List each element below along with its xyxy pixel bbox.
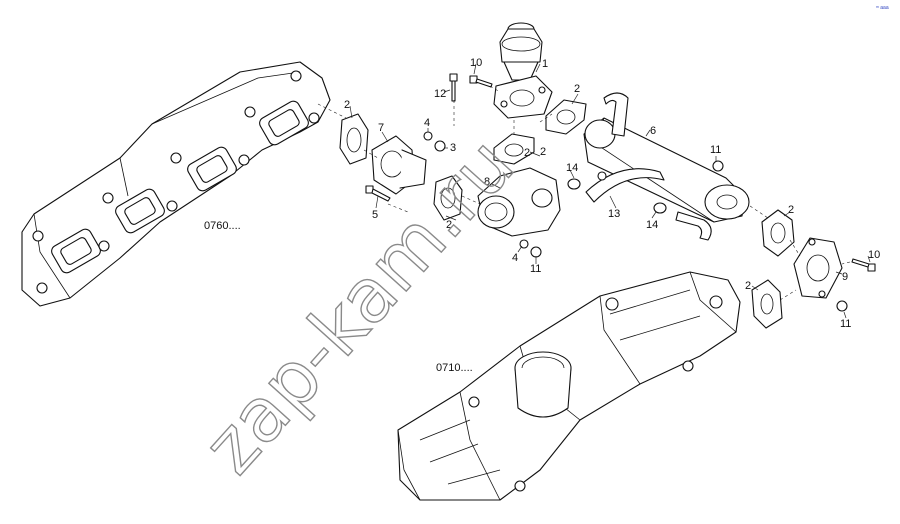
- callout-5: 5: [372, 209, 378, 221]
- callout-12: 12: [434, 88, 446, 100]
- callout-14: 14: [646, 219, 658, 231]
- callout-2: 2: [524, 147, 530, 159]
- callouts: 1 2 2 2 2 2 2 2 3 4 4 5 6 7 8 9 10 10 11…: [344, 57, 880, 330]
- washer-4-upper: [423, 131, 433, 141]
- gasket-intake: [751, 279, 783, 329]
- gaskets: [339, 99, 795, 329]
- exhaust-manifold: [21, 61, 331, 307]
- callout-14: 14: [566, 162, 578, 174]
- callout-3: 3: [450, 142, 456, 154]
- callout-4: 4: [424, 117, 430, 129]
- egr-cooler: [583, 92, 750, 241]
- callout-2: 2: [745, 280, 751, 292]
- callout-9: 9: [842, 271, 848, 283]
- callout-1: 1: [542, 58, 548, 70]
- bolt-5-shank: [371, 188, 391, 202]
- corner-mark: ᵐ aaa: [876, 5, 889, 11]
- exhaust-manifold-ref: 0760....: [204, 220, 241, 232]
- callout-2: 2: [788, 204, 794, 216]
- nut-11-upper: [712, 160, 724, 172]
- callout-10: 10: [470, 57, 482, 69]
- callout-2: 2: [540, 146, 546, 158]
- nut-11-lower: [530, 246, 542, 258]
- callout-2: 2: [574, 83, 580, 95]
- outlet-flange: [793, 237, 843, 299]
- intake-manifold-ref: 0710....: [436, 362, 473, 374]
- clamp-14-right: [653, 202, 667, 214]
- callout-6: 6: [650, 125, 656, 137]
- callout-10: 10: [868, 249, 880, 261]
- callout-11: 11: [840, 318, 851, 330]
- callout-8: 8: [484, 176, 490, 188]
- assembly-lines: [317, 85, 851, 301]
- gasket-valve: [493, 133, 535, 165]
- exhaust-connector: [371, 135, 427, 195]
- clamp-14-small: [597, 171, 607, 181]
- egr-valve: [493, 22, 553, 119]
- gasket-mid: [433, 175, 463, 221]
- bolt-10-right-shank: [851, 258, 870, 268]
- callout-4: 4: [512, 252, 518, 264]
- gasket-left: [339, 113, 369, 165]
- callout-11: 11: [710, 144, 721, 156]
- gasket-cooler-inlet: [545, 99, 587, 135]
- bolt-12-head: [449, 73, 458, 82]
- bolt-10-shank: [475, 78, 493, 88]
- callout-13: 13: [608, 208, 620, 220]
- callout-11: 11: [530, 263, 541, 275]
- nut-11-right: [836, 300, 848, 312]
- clamp-14-left: [567, 178, 581, 190]
- callout-2: 2: [344, 99, 350, 111]
- coolant-hose: [585, 168, 665, 203]
- gasket-cooler-outlet: [761, 209, 795, 257]
- leader-lines: [349, 63, 871, 319]
- nut-3: [434, 140, 446, 152]
- callout-7: 7: [378, 122, 384, 134]
- callout-2: 2: [446, 219, 452, 231]
- intake-manifold: [397, 271, 741, 501]
- egr-adapter: [477, 167, 561, 237]
- bolt-12-shank: [451, 80, 456, 102]
- fasteners: [365, 73, 876, 312]
